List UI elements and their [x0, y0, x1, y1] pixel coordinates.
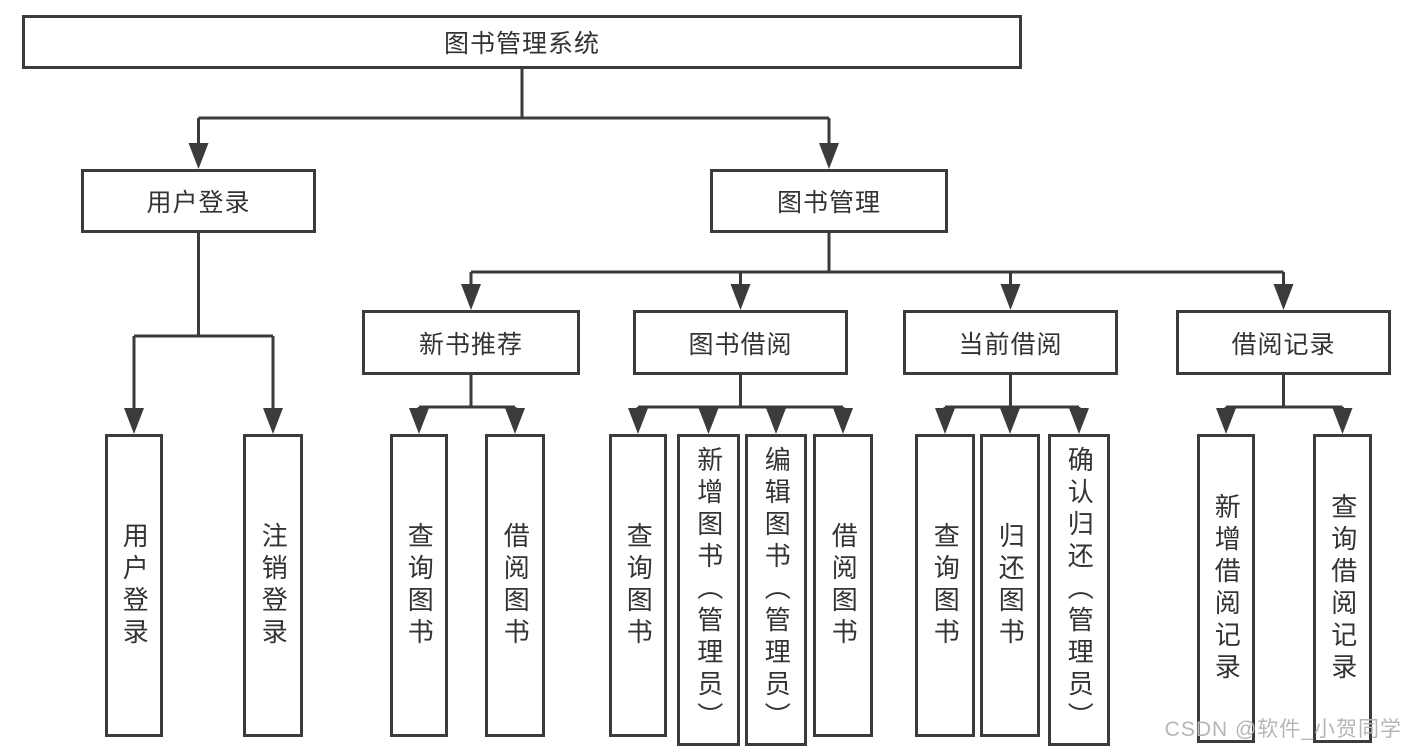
node-borrow-books-recommend: 借阅图书	[485, 434, 545, 737]
node-label: 新增图书（管理员）	[693, 446, 724, 734]
node-add-borrow-record: 新增借阅记录	[1197, 434, 1255, 743]
node-borrowing-records: 借阅记录	[1176, 310, 1391, 375]
node-logout: 注销登录	[243, 434, 303, 737]
node-borrow-book: 借阅图书	[813, 434, 873, 737]
node-root-system: 图书管理系统	[22, 15, 1022, 69]
node-add-book-admin: 新增图书（管理员）	[677, 434, 740, 746]
node-user-login-leaf: 用户登录	[105, 434, 163, 737]
node-confirm-return-admin: 确认归还（管理员）	[1048, 434, 1110, 746]
node-book-borrowing: 图书借阅	[633, 310, 848, 375]
node-query-books-current: 查询图书	[915, 434, 975, 737]
node-label: 图书管理系统	[443, 30, 600, 58]
node-label: 归还图书	[995, 521, 1026, 650]
node-label: 编辑图书（管理员）	[761, 446, 792, 734]
node-label: 新书推荐	[418, 330, 523, 359]
node-label: 查询图书	[930, 521, 961, 650]
node-label: 确认归还（管理员）	[1064, 446, 1095, 734]
node-edit-book-admin: 编辑图书（管理员）	[745, 434, 807, 746]
node-label: 借阅图书	[500, 521, 531, 650]
node-label: 借阅记录	[1231, 330, 1336, 359]
node-query-borrow-record: 查询借阅记录	[1313, 434, 1372, 743]
node-label: 查询图书	[404, 521, 435, 650]
node-label: 用户登录	[119, 521, 150, 650]
node-label: 图书管理	[776, 189, 881, 217]
node-label: 图书借阅	[688, 330, 793, 359]
node-user-login: 用户登录	[81, 169, 316, 233]
node-label: 借阅图书	[828, 521, 859, 650]
node-book-management: 图书管理	[710, 169, 948, 233]
csdn-watermark: CSDN @软件_小贺同学	[1164, 718, 1402, 741]
arrowhead-icons	[124, 143, 1353, 434]
node-label: 新增借阅记录	[1211, 492, 1242, 685]
node-label: 用户登录	[146, 189, 251, 217]
node-query-books-recommend: 查询图书	[390, 434, 448, 737]
node-current-borrowing: 当前借阅	[903, 310, 1118, 375]
node-new-book-recommend: 新书推荐	[362, 310, 580, 375]
node-label: 当前借阅	[958, 330, 1063, 359]
node-label: 查询图书	[623, 521, 654, 650]
node-label: 注销登录	[258, 521, 289, 650]
node-return-book: 归还图书	[980, 434, 1040, 737]
node-query-books-borrowing: 查询图书	[609, 434, 667, 737]
node-label: 查询借阅记录	[1327, 492, 1358, 685]
